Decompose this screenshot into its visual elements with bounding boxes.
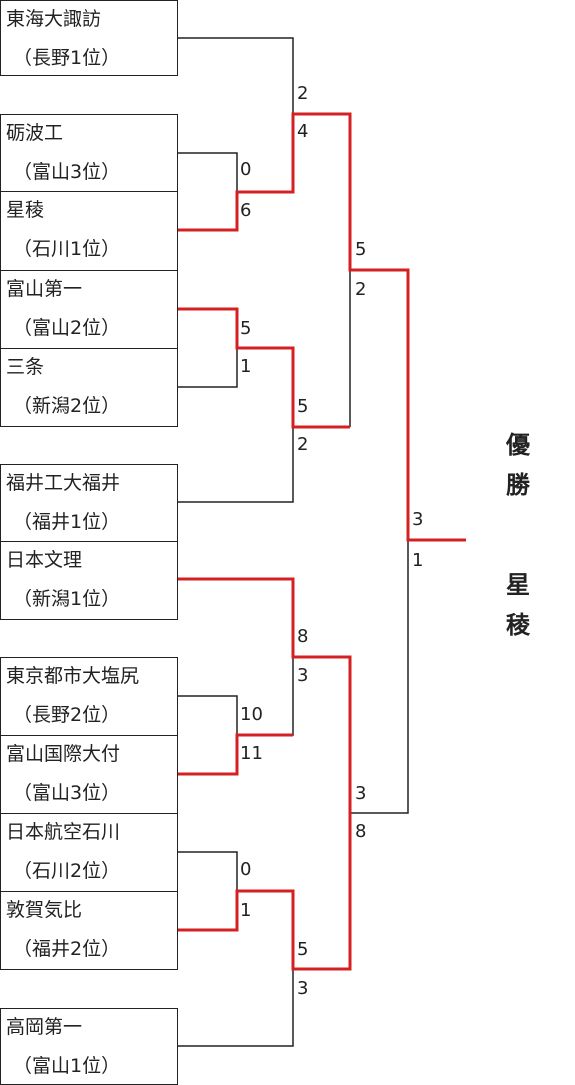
team-name: 砺波工 [6,122,64,144]
line-final-lower [350,540,409,814]
line-tokyo-toshi [178,657,294,736]
score-r2-d-top: 5 [297,939,309,960]
champion-label-char: 優 [506,431,530,459]
score-r1-d-bot: 1 [240,900,252,921]
champion-name-char: 星 [506,571,530,599]
score-r1-a-top: 0 [240,159,252,180]
team-box-nihon-koukuu: 日本航空石川 （石川2位） [0,813,178,892]
score-r1-c-top: 10 [240,704,263,725]
team-box-tsuruga: 敦賀気比 （福井2位） [0,891,178,970]
team-name: 福井工大福井 [6,472,121,494]
team-box-toyama-kokusai: 富山国際大付 （富山3位） [0,735,178,814]
team-name: 東京都市大塩尻 [6,665,140,687]
team-prefecture: （石川2位） [13,860,121,882]
score-r2-b-top: 5 [297,396,309,417]
team-box-sanjo: 三条 （新潟2位） [0,348,178,427]
team-name: 高岡第一 [6,1016,83,1038]
team-prefecture: （富山3位） [13,782,121,804]
team-box-tonami: 砺波工 （富山3位） [0,114,178,192]
team-name: 日本航空石川 [6,821,121,843]
winner-line-seiryo-r1 [178,112,466,542]
winner-line-nihon-bunri [178,577,352,813]
score-r2-b-bot: 2 [297,434,309,455]
team-prefecture: （長野1位） [13,47,121,69]
team-prefecture: （富山2位） [13,317,121,339]
team-box-seiryo: 星稜 （石川1位） [0,191,178,271]
score-final-bot: 1 [412,550,424,571]
team-box-fukui-kodai: 福井工大福井 （福井1位） [0,464,178,542]
line-tonami [178,152,238,192]
winner-line-toyama-daiichi [178,307,350,429]
line-fukui-kodai [178,427,294,503]
score-r2-c-bot: 3 [297,665,309,686]
score-sf-top-top: 5 [355,239,367,260]
score-r2-c-top: 8 [297,626,309,647]
team-name: 日本文理 [6,549,83,571]
team-box-toukai-suwa: 東海大諏訪 （長野1位） [0,0,178,76]
team-prefecture: （福井1位） [13,511,121,533]
champion-name: 星 稜 [503,565,533,645]
team-prefecture: （富山3位） [13,161,121,183]
score-r1-d-top: 0 [240,859,252,880]
score-sf-bot-top: 3 [355,783,367,804]
line-takaoka [178,969,294,1047]
team-box-nihon-bunri: 日本文理 （新潟1位） [0,541,178,620]
score-r2-a-bot: 4 [297,121,309,142]
score-r1-a-bot: 6 [240,200,252,221]
winner-line-toyama-kokusai [178,733,293,776]
score-r1-c-bot: 11 [240,743,263,764]
team-box-toyama-daiichi: 富山第一 （富山2位） [0,270,178,349]
line-toukai-suwa [178,37,294,114]
team-name: 富山第一 [6,278,83,300]
score-sf-bot-bot: 8 [355,821,367,842]
team-name: 富山国際大付 [6,743,121,765]
team-prefecture: （福井2位） [13,938,121,960]
line-nihon-koukuu [178,851,238,891]
team-prefecture: （長野2位） [13,704,121,726]
champion-label-char: 勝 [506,471,530,499]
score-r2-a-top: 2 [297,83,309,104]
team-name: 敦賀気比 [6,899,83,921]
score-final-top: 3 [412,509,424,530]
line-sanjo [178,348,238,388]
score-r1-b-bot: 1 [240,356,252,377]
score-sf-top-bot: 2 [355,279,367,300]
team-prefecture: （石川1位） [13,238,121,260]
team-name: 星稜 [6,199,45,221]
team-box-tokyo-toshi: 東京都市大塩尻 （長野2位） [0,657,178,736]
team-prefecture: （新潟1位） [13,588,121,610]
team-box-takaoka: 高岡第一 （富山1位） [0,1008,178,1085]
champion-name-char: 稜 [506,611,530,639]
winner-line-tsuruga [178,813,352,971]
team-name: 東海大諏訪 [6,8,102,30]
champion-label: 優 勝 [503,425,533,505]
team-name: 三条 [6,356,45,378]
score-r1-b-top: 5 [240,318,252,339]
score-r2-d-bot: 3 [297,978,309,999]
team-prefecture: （新潟2位） [13,395,121,417]
team-prefecture: （富山1位） [13,1055,121,1077]
